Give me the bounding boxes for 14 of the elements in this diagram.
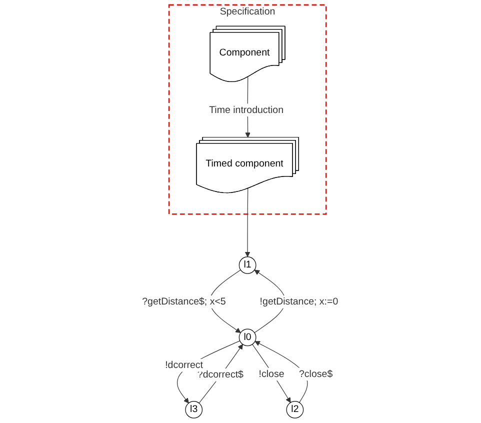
node-circle: l0	[239, 328, 257, 346]
edge-label: ?close$	[299, 368, 333, 380]
edge-label: ?getDistance$; x<5	[142, 296, 226, 308]
node-circle: l1	[239, 256, 257, 274]
arrow	[252, 344, 292, 403]
node-circle: l2	[286, 401, 304, 418]
arrow	[245, 188, 251, 258]
edge-label: !getDistance; x:=0	[260, 296, 338, 308]
edge-label: !close	[259, 368, 285, 380]
arrow	[255, 341, 308, 403]
node-circle: l3	[186, 401, 203, 418]
edge-label: !dcorrect	[165, 360, 204, 372]
edge-label: Time introduction	[209, 104, 284, 116]
edge-label: ?dcorrect$	[198, 370, 244, 381]
